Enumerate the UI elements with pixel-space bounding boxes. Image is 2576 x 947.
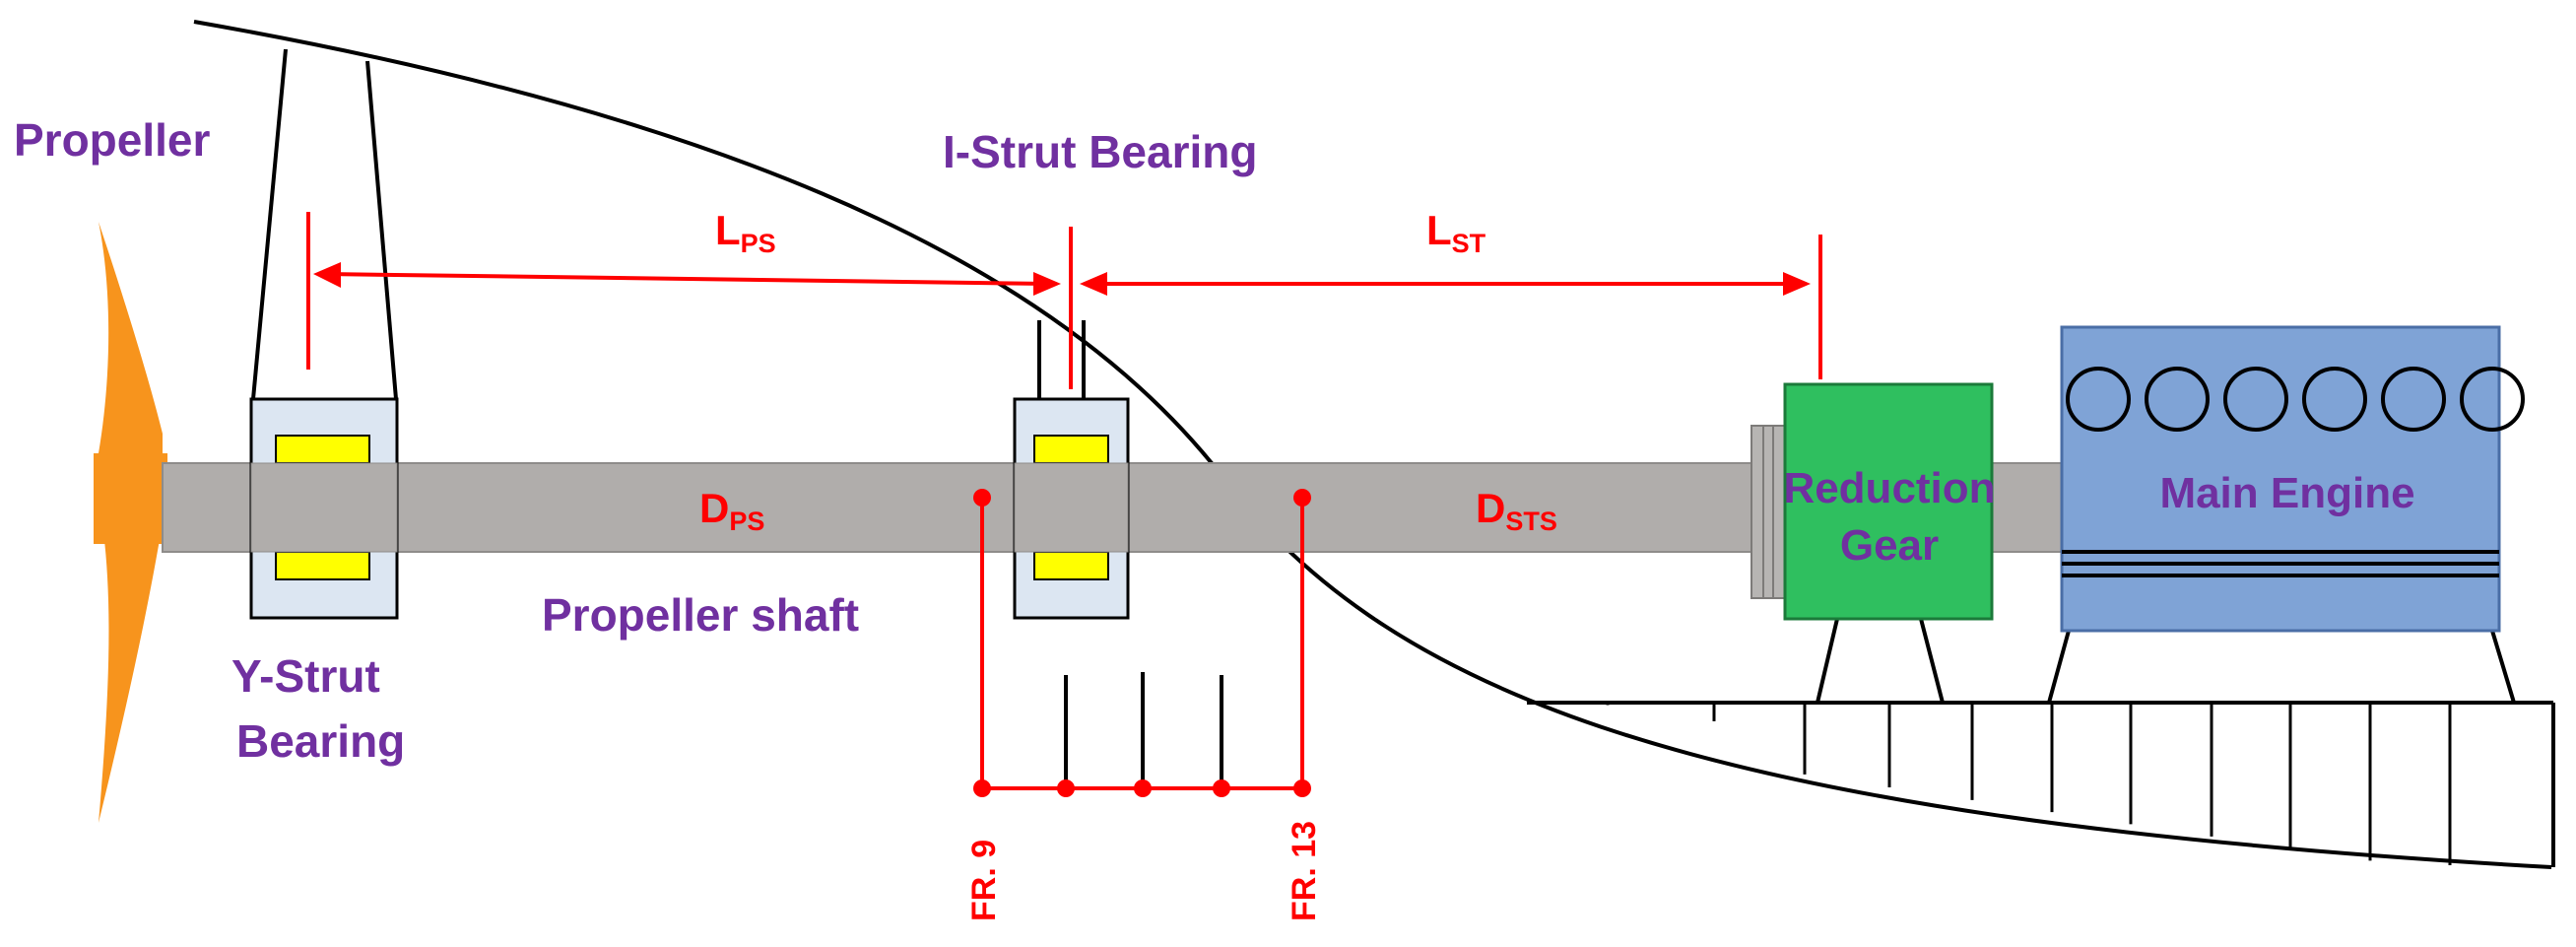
gear-support-left	[1816, 618, 1839, 704]
y-strut-leg-left	[251, 48, 288, 400]
engine-foundation	[1527, 701, 2555, 867]
propeller-label: Propeller	[14, 114, 211, 166]
propeller-hub	[94, 453, 167, 544]
y-strut-leg-right	[365, 60, 398, 400]
engine-cylinder	[2066, 367, 2131, 432]
l-ps-label: LPS	[715, 207, 776, 258]
d-ps-label: DPS	[699, 485, 764, 536]
y-strut-bearing-label-line2: Bearing	[236, 715, 405, 767]
l-st-label: LST	[1426, 207, 1486, 258]
dimension-arrowheads	[313, 262, 1811, 296]
engine-support-right	[2490, 630, 2516, 704]
shaft-coupling-flange	[1750, 425, 1787, 599]
y-strut-bearing-label-line1: Y-Strut	[231, 650, 380, 702]
i-strut-bearing-label: I-Strut Bearing	[943, 126, 1257, 177]
frame-9-label: FR. 9	[965, 840, 1003, 921]
engine-cylinder	[2145, 367, 2210, 432]
frame-markers	[973, 489, 1311, 797]
gear-engine-shaft	[1990, 473, 2064, 542]
d-sts-label: DSTS	[1476, 485, 1557, 536]
engine-cylinder	[2302, 367, 2367, 432]
reduction-gear-label-line1: Reduction	[1783, 464, 1995, 512]
main-engine-box	[2060, 325, 2525, 633]
engine-support-left	[2047, 630, 2071, 704]
engine-cylinder	[2223, 367, 2288, 432]
reduction-gear-box	[1783, 382, 1994, 621]
engine-cylinder	[2381, 367, 2446, 432]
dimension-lines	[306, 212, 1822, 389]
engine-cylinder	[2460, 367, 2525, 432]
gear-support-right	[1919, 618, 1945, 704]
frame-13-label: FR. 13	[1286, 821, 1323, 921]
propeller-shaft-label: Propeller shaft	[542, 589, 859, 641]
main-engine-label: Main Engine	[2159, 469, 2414, 517]
reduction-gear-label-line2: Gear	[1840, 521, 1939, 570]
